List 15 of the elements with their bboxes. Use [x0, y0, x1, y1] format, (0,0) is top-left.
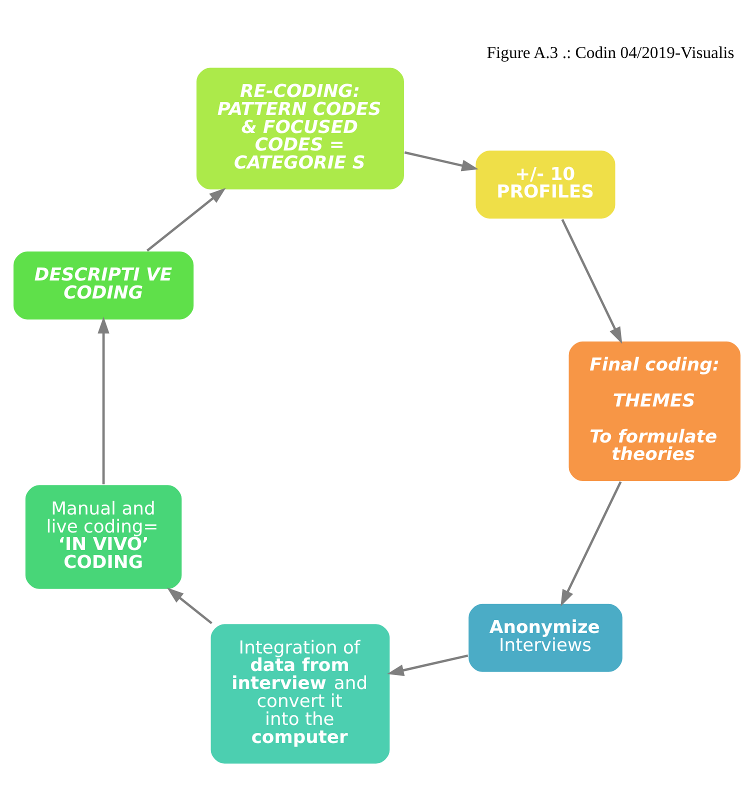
arrow: [560, 480, 622, 606]
arrow: [98, 316, 110, 484]
node-box: Final coding: THEMES To formulate theories: [568, 340, 742, 482]
arrow: [387, 654, 468, 676]
node-box: +/- 10 PROFILES: [474, 148, 616, 220]
node-box: Manual and live coding= ‘IN VIVO’ CODING: [24, 483, 183, 590]
arrow: [146, 187, 226, 252]
arrow: [561, 218, 622, 344]
node-box: RE-CODING: PATTERN CODES & FOCUSED CODES = CATEGORIE S: [195, 66, 406, 190]
arrow: [167, 587, 212, 624]
caption: Figure A.3 .: Codin 04/2019-Visualis: [486, 42, 734, 62]
node-box: Integration of data from interview and convert it into the computer: [210, 622, 391, 764]
node-box: Anonymize Interviews: [467, 602, 624, 673]
arrow: [404, 150, 478, 171]
node-box: DESCRIPTI VE CODING: [12, 250, 195, 320]
